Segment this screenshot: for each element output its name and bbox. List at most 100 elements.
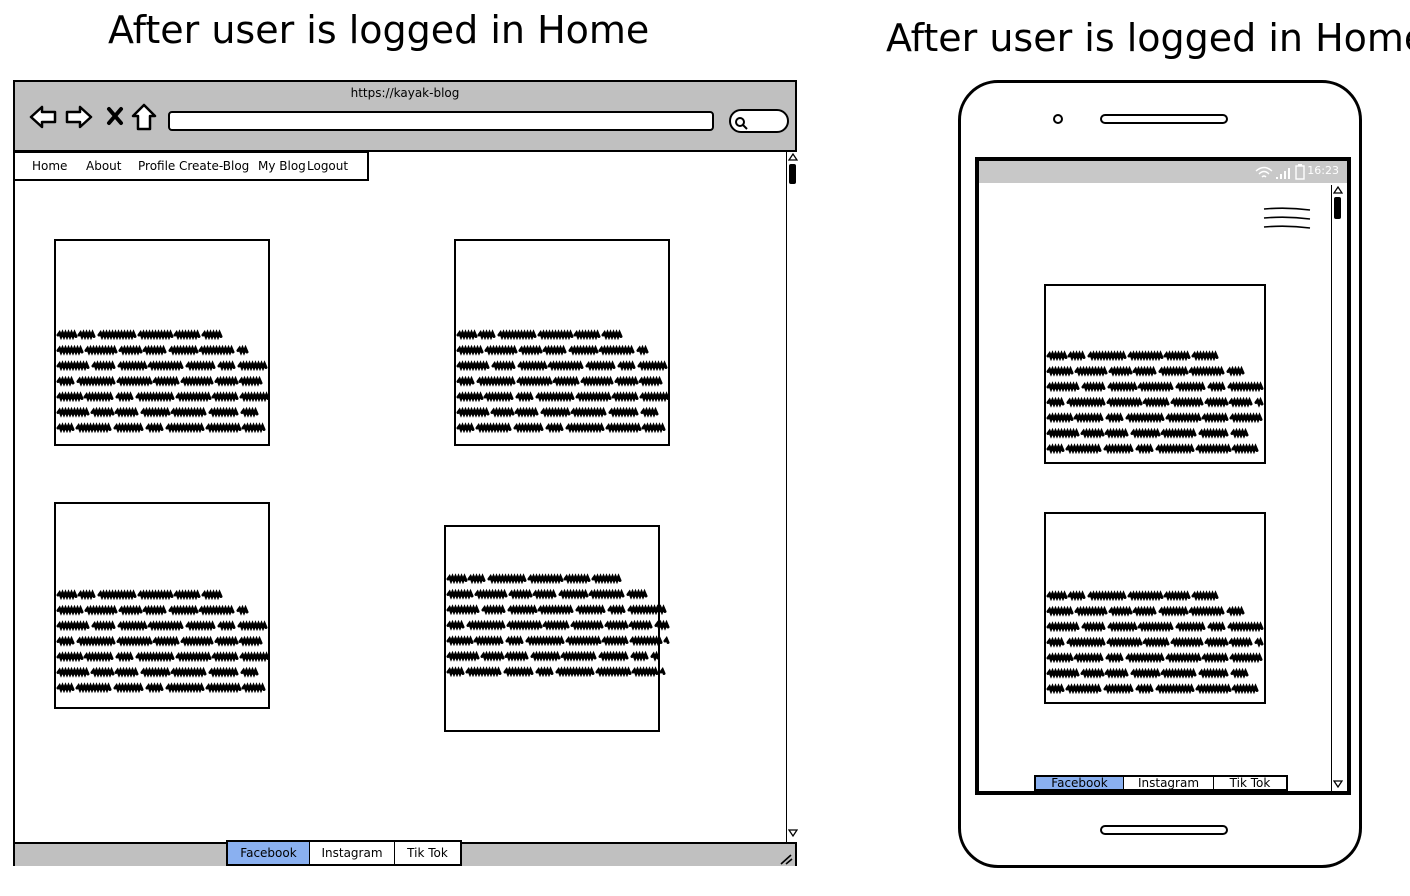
scribble-line <box>56 651 270 663</box>
scribble-line <box>56 375 263 387</box>
scribble-line <box>456 344 649 356</box>
scroll-thumb[interactable] <box>789 164 796 184</box>
menu-item-my-blog[interactable]: My Blog <box>258 159 306 173</box>
scribble-line <box>456 360 668 372</box>
wifi-icon <box>1255 165 1273 184</box>
address-input[interactable] <box>168 111 714 131</box>
mobile-social-links-tabs: Facebook Instagram Tik Tok <box>1034 775 1288 791</box>
scribble-line <box>1046 412 1263 424</box>
vertical-scrollbar[interactable] <box>786 152 798 842</box>
scribble-line <box>1046 652 1263 664</box>
scribble-line <box>456 391 670 403</box>
scribble-line <box>56 391 270 403</box>
scribble-line <box>1046 590 1219 602</box>
menu-item-home[interactable]: Home <box>32 159 68 173</box>
back-arrow-icon[interactable] <box>29 104 57 130</box>
scribble-line <box>1046 427 1249 439</box>
text-placeholder <box>56 589 270 694</box>
scroll-down-icon[interactable] <box>788 828 798 838</box>
battery-icon <box>1295 164 1305 184</box>
scroll-thumb[interactable] <box>1334 197 1341 219</box>
mobile-scrollbar[interactable] <box>1331 185 1343 791</box>
hamburger-menu-icon[interactable] <box>1261 205 1313 233</box>
scribble-line <box>56 604 249 616</box>
browser-status-bar: Facebook Instagram Tik Tok <box>15 840 795 869</box>
tiktok-link[interactable]: Tik Tok <box>1229 776 1271 790</box>
blog-card[interactable] <box>1044 284 1266 464</box>
search-field[interactable] <box>729 109 789 133</box>
text-placeholder <box>1046 350 1264 455</box>
scribble-line <box>56 329 223 341</box>
mobile-phone-frame: 16:23 Facebook Instagram Tik Tok <box>958 80 1362 868</box>
blog-card[interactable] <box>54 239 270 446</box>
tiktok-link[interactable]: Tik Tok <box>407 846 448 860</box>
blog-card[interactable] <box>444 525 670 732</box>
scribble-line <box>1046 683 1259 695</box>
search-icon <box>734 115 748 134</box>
scribble-line <box>1046 667 1249 679</box>
scribble-line <box>446 573 622 585</box>
phone-status-bar: 16:23 <box>979 161 1347 183</box>
phone-speaker <box>1100 114 1228 124</box>
mobile-heading: After user is logged in Home <box>886 16 1410 60</box>
home-icon[interactable] <box>131 103 157 131</box>
scribble-line <box>456 422 666 434</box>
scribble-line <box>1046 350 1219 362</box>
scribble-line <box>456 406 659 418</box>
blog-card[interactable] <box>1044 512 1266 704</box>
close-icon[interactable] <box>106 106 124 126</box>
facebook-link[interactable]: Facebook <box>228 842 310 864</box>
desktop-heading: After user is logged in Home <box>108 8 650 52</box>
text-placeholder <box>56 329 270 434</box>
scribble-line <box>56 620 268 632</box>
menu-item-about[interactable]: About <box>86 159 122 173</box>
scribble-line <box>56 666 259 678</box>
scribble-line <box>456 329 623 341</box>
scribble-line <box>1046 381 1264 393</box>
browser-window: https://kayak-blog Home About Profile Cr… <box>13 80 798 869</box>
social-links-tabs: Facebook Instagram Tik Tok <box>226 840 462 866</box>
menu-item-logout[interactable]: Logout <box>307 159 349 173</box>
scribble-line <box>56 422 266 434</box>
browser-toolbar: https://kayak-blog <box>15 82 795 152</box>
scroll-up-icon[interactable] <box>788 152 798 162</box>
resize-grip-icon[interactable] <box>779 850 793 869</box>
scribble-line <box>1046 605 1245 617</box>
scribble-line <box>1046 365 1245 377</box>
forward-arrow-icon[interactable] <box>65 104 93 130</box>
scroll-up-icon[interactable] <box>1333 185 1343 195</box>
blog-card[interactable] <box>454 239 670 446</box>
scribble-line <box>1046 621 1264 633</box>
scribble-line <box>1046 396 1264 408</box>
instagram-link[interactable]: Instagram <box>310 842 395 864</box>
signal-icon <box>1275 165 1291 184</box>
menu-item-create-blog[interactable]: Create-Blog <box>179 159 250 173</box>
phone-camera <box>1053 114 1063 124</box>
scribble-line <box>1046 443 1259 455</box>
scroll-down-icon[interactable] <box>1333 779 1343 789</box>
main-menu-bar: Home About Profile Create-Blog My Blog L… <box>13 151 369 181</box>
scribble-line <box>56 360 268 372</box>
text-placeholder <box>456 329 670 434</box>
scribble-line <box>446 650 660 662</box>
instagram-link[interactable]: Instagram <box>1124 777 1214 789</box>
facebook-link[interactable]: Facebook <box>1036 777 1124 789</box>
scribble-line <box>56 635 263 647</box>
scribble-line <box>446 619 670 631</box>
phone-screen: 16:23 Facebook Instagram Tik Tok <box>975 157 1351 795</box>
scribble-line <box>446 666 666 678</box>
menu-item-profile[interactable]: Profile <box>138 159 176 173</box>
text-placeholder <box>446 573 670 678</box>
scribble-line <box>56 589 223 601</box>
blog-card[interactable] <box>54 502 270 709</box>
url-title: https://kayak-blog <box>350 86 460 100</box>
scribble-line <box>56 682 266 694</box>
scribble-line <box>446 604 667 616</box>
phone-clock: 16:23 <box>1307 164 1339 177</box>
phone-home-button[interactable] <box>1100 825 1228 835</box>
text-placeholder <box>1046 590 1264 695</box>
scribble-line <box>446 588 648 600</box>
scribble-line <box>56 406 259 418</box>
scribble-line <box>446 635 670 647</box>
scribble-line <box>1046 636 1264 648</box>
